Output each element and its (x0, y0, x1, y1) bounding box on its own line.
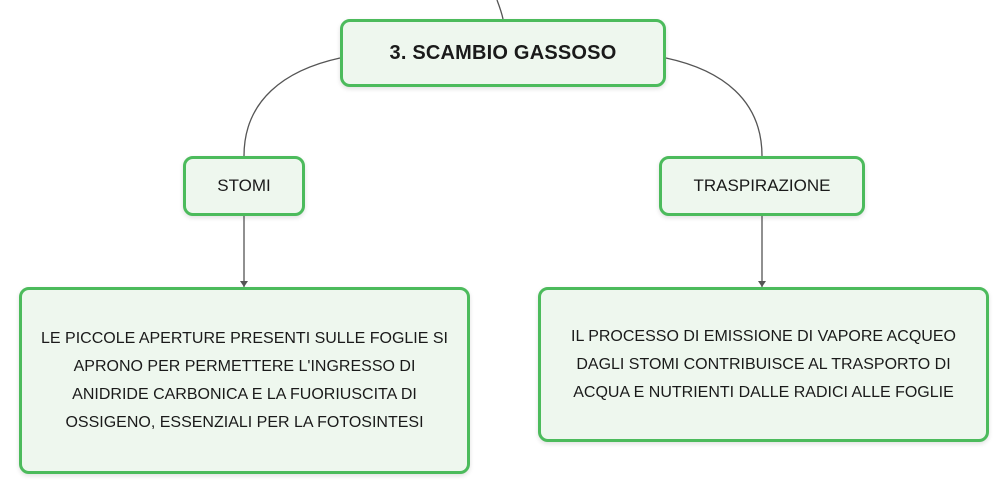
connector-root-to-traspirazione (665, 57, 763, 157)
connector-parent-to-root (496, 0, 504, 20)
stomi-description-text: LE PICCOLE APERTURE PRESENTI SULLE FOGLI… (41, 329, 448, 431)
root-node-label: 3. SCAMBIO GASSOSO (389, 41, 617, 64)
traspirazione-node[interactable]: TRASPIRAZIONE (659, 156, 865, 216)
stomi-description-node[interactable]: LE PICCOLE APERTURE PRESENTI SULLE FOGLI… (19, 287, 470, 474)
traspirazione-description-node[interactable]: IL PROCESSO DI EMISSIONE DI VAPORE ACQUE… (538, 287, 989, 442)
traspirazione-description-text: IL PROCESSO DI EMISSIONE DI VAPORE ACQUE… (571, 327, 956, 401)
stomi-node[interactable]: STOMI (183, 156, 305, 216)
connector-root-to-stomi (243, 57, 341, 157)
traspirazione-node-label: TRASPIRAZIONE (693, 176, 831, 195)
stomi-node-label: STOMI (217, 176, 271, 195)
root-node[interactable]: 3. SCAMBIO GASSOSO (340, 19, 666, 87)
